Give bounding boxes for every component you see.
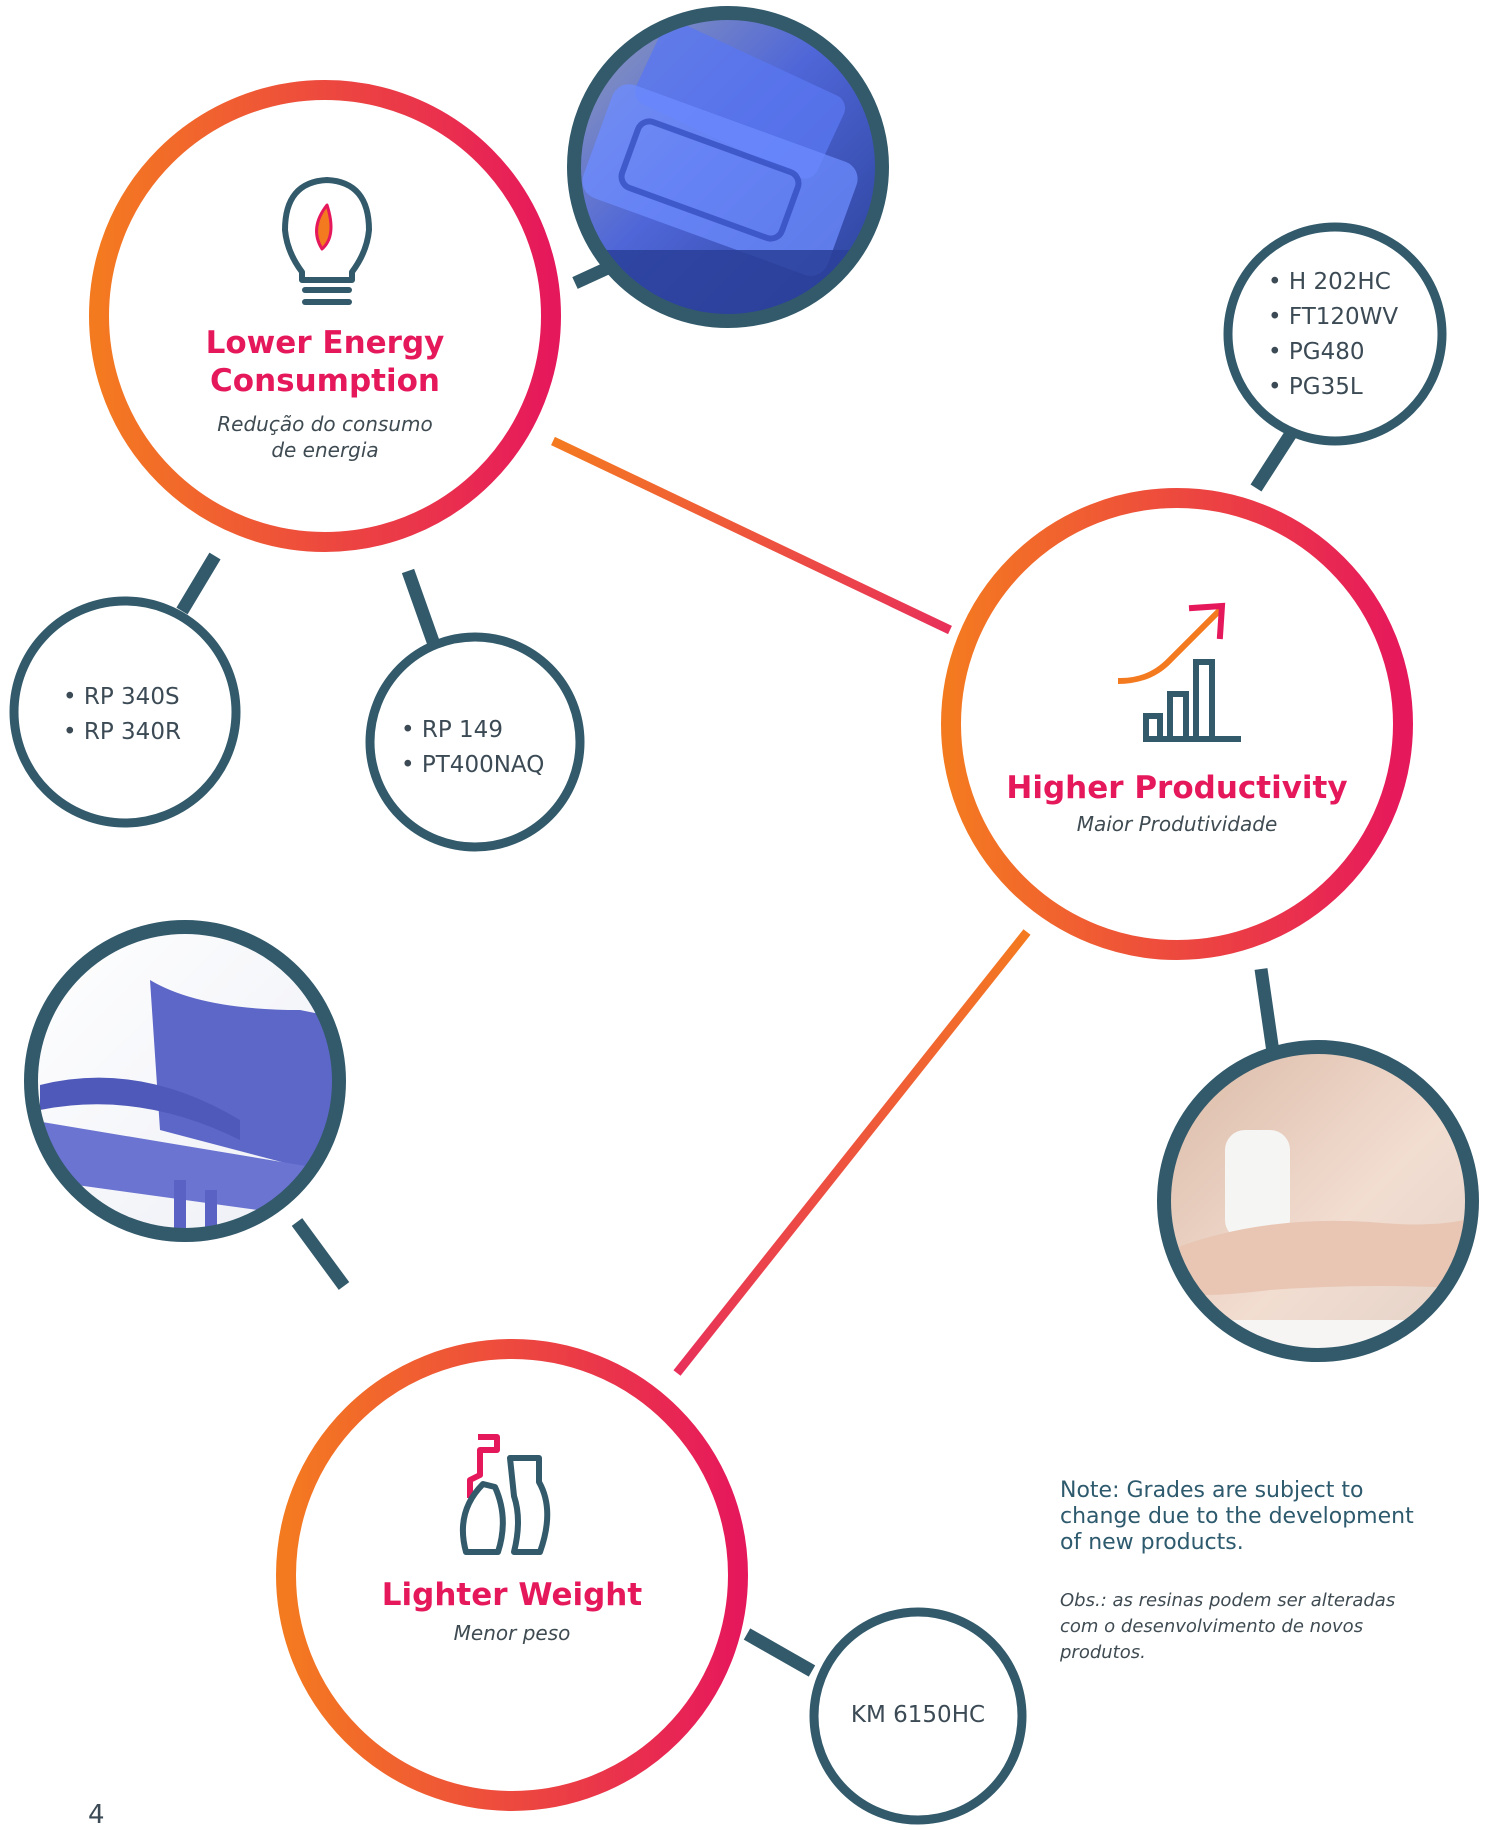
grade-item: RP 340R xyxy=(63,715,181,750)
energy-grades-right-list: RP 149 PT400NAQ xyxy=(401,713,544,783)
productivity-text-block: Higher Productivity Maior Produtividade xyxy=(997,769,1357,837)
energy-title-line1: Lower Energy xyxy=(205,325,445,361)
grade-item: RP 149 xyxy=(401,713,544,748)
weight-grade-item: KM 6150HC xyxy=(850,1702,986,1728)
page-number: 4 xyxy=(88,1800,105,1830)
weight-ring xyxy=(276,1339,748,1811)
productivity-grades-list: H 202HC FT120WV PG480 PG35L xyxy=(1268,265,1398,405)
energy-title-line2: Consumption xyxy=(210,363,440,399)
energy-subtitle-line2: de energia xyxy=(271,438,379,462)
stem-energy-grades-right xyxy=(401,568,443,653)
productivity-title: Higher Productivity xyxy=(1006,770,1348,806)
grade-item: H 202HC xyxy=(1268,265,1398,300)
lightbulb-flame-icon xyxy=(282,177,372,305)
note-english: Note: Grades are subject to change due t… xyxy=(1060,1478,1414,1555)
stem-energy-grades-left xyxy=(176,552,221,615)
stem-weight-photo xyxy=(291,1218,350,1290)
note-portuguese: Obs.: as resinas podem ser alteradas com… xyxy=(1060,1590,1396,1663)
grade-item: RP 340S xyxy=(63,680,181,715)
grade-item: FT120WV xyxy=(1268,300,1398,335)
energy-grades-left-list: RP 340S RP 340R xyxy=(63,680,181,750)
bottles-icon xyxy=(460,1434,551,1555)
energy-text-block: Lower Energy Consumption Redução do cons… xyxy=(190,324,460,463)
plastic-food-containers-photo xyxy=(567,6,889,328)
productivity-subtitle: Maior Produtividade xyxy=(1076,812,1278,836)
productivity-ring xyxy=(941,488,1413,960)
stem-productivity-photo xyxy=(1254,968,1280,1053)
energy-subtitle-line1: Redução do consumo xyxy=(217,412,433,436)
weight-subtitle: Menor peso xyxy=(453,1621,571,1645)
connector-energy-productivity xyxy=(551,436,952,635)
grade-item: PG480 xyxy=(1268,335,1398,370)
stem-productivity-grades xyxy=(1250,428,1298,492)
grade-item: PG35L xyxy=(1268,370,1398,405)
stem-weight-grades xyxy=(743,1628,816,1677)
growth-chart-arrow-icon xyxy=(1117,602,1241,742)
weight-text-block: Lighter Weight Menor peso xyxy=(362,1576,662,1646)
grade-item: PT400NAQ xyxy=(401,748,544,783)
weight-grades-circle xyxy=(809,1607,1027,1825)
plastic-chair-photo xyxy=(24,920,346,1242)
connector-productivity-weight xyxy=(673,929,1031,1376)
weight-title: Lighter Weight xyxy=(381,1577,643,1613)
energy-ring xyxy=(89,80,561,552)
soap-dispenser-hands-photo xyxy=(1157,1040,1479,1362)
